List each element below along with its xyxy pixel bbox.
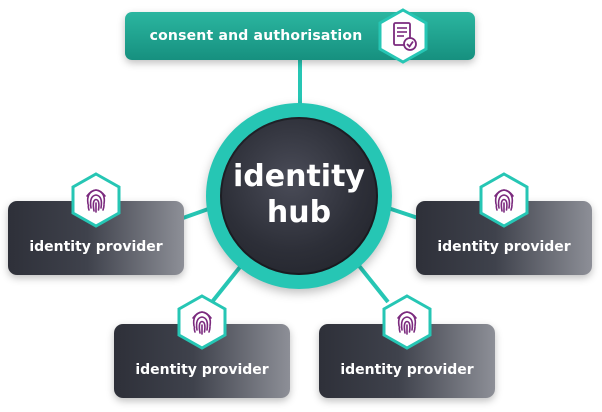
identity-provider-bottom-right[interactable]: identity provider xyxy=(319,324,495,398)
fingerprint-icon xyxy=(379,294,435,350)
fingerprint-icon xyxy=(174,294,230,350)
fingerprint-icon xyxy=(68,172,124,228)
identity-provider-label: identity provider xyxy=(135,362,269,378)
identity-provider-label: identity provider xyxy=(29,239,163,255)
identity-provider-label: identity provider xyxy=(437,239,571,255)
identity-provider-right[interactable]: identity provider xyxy=(416,201,592,275)
hub-title-line2: hub xyxy=(266,195,332,230)
hub-title-line1: identity xyxy=(233,159,365,194)
consent-authorisation-label: consent and authorisation xyxy=(149,28,363,44)
identity-provider-label: identity provider xyxy=(340,362,474,378)
document-check-icon xyxy=(375,8,431,64)
fingerprint-icon xyxy=(476,172,532,228)
identity-hub[interactable]: identity hub xyxy=(206,103,392,289)
identity-hub-core: identity hub xyxy=(220,117,378,275)
